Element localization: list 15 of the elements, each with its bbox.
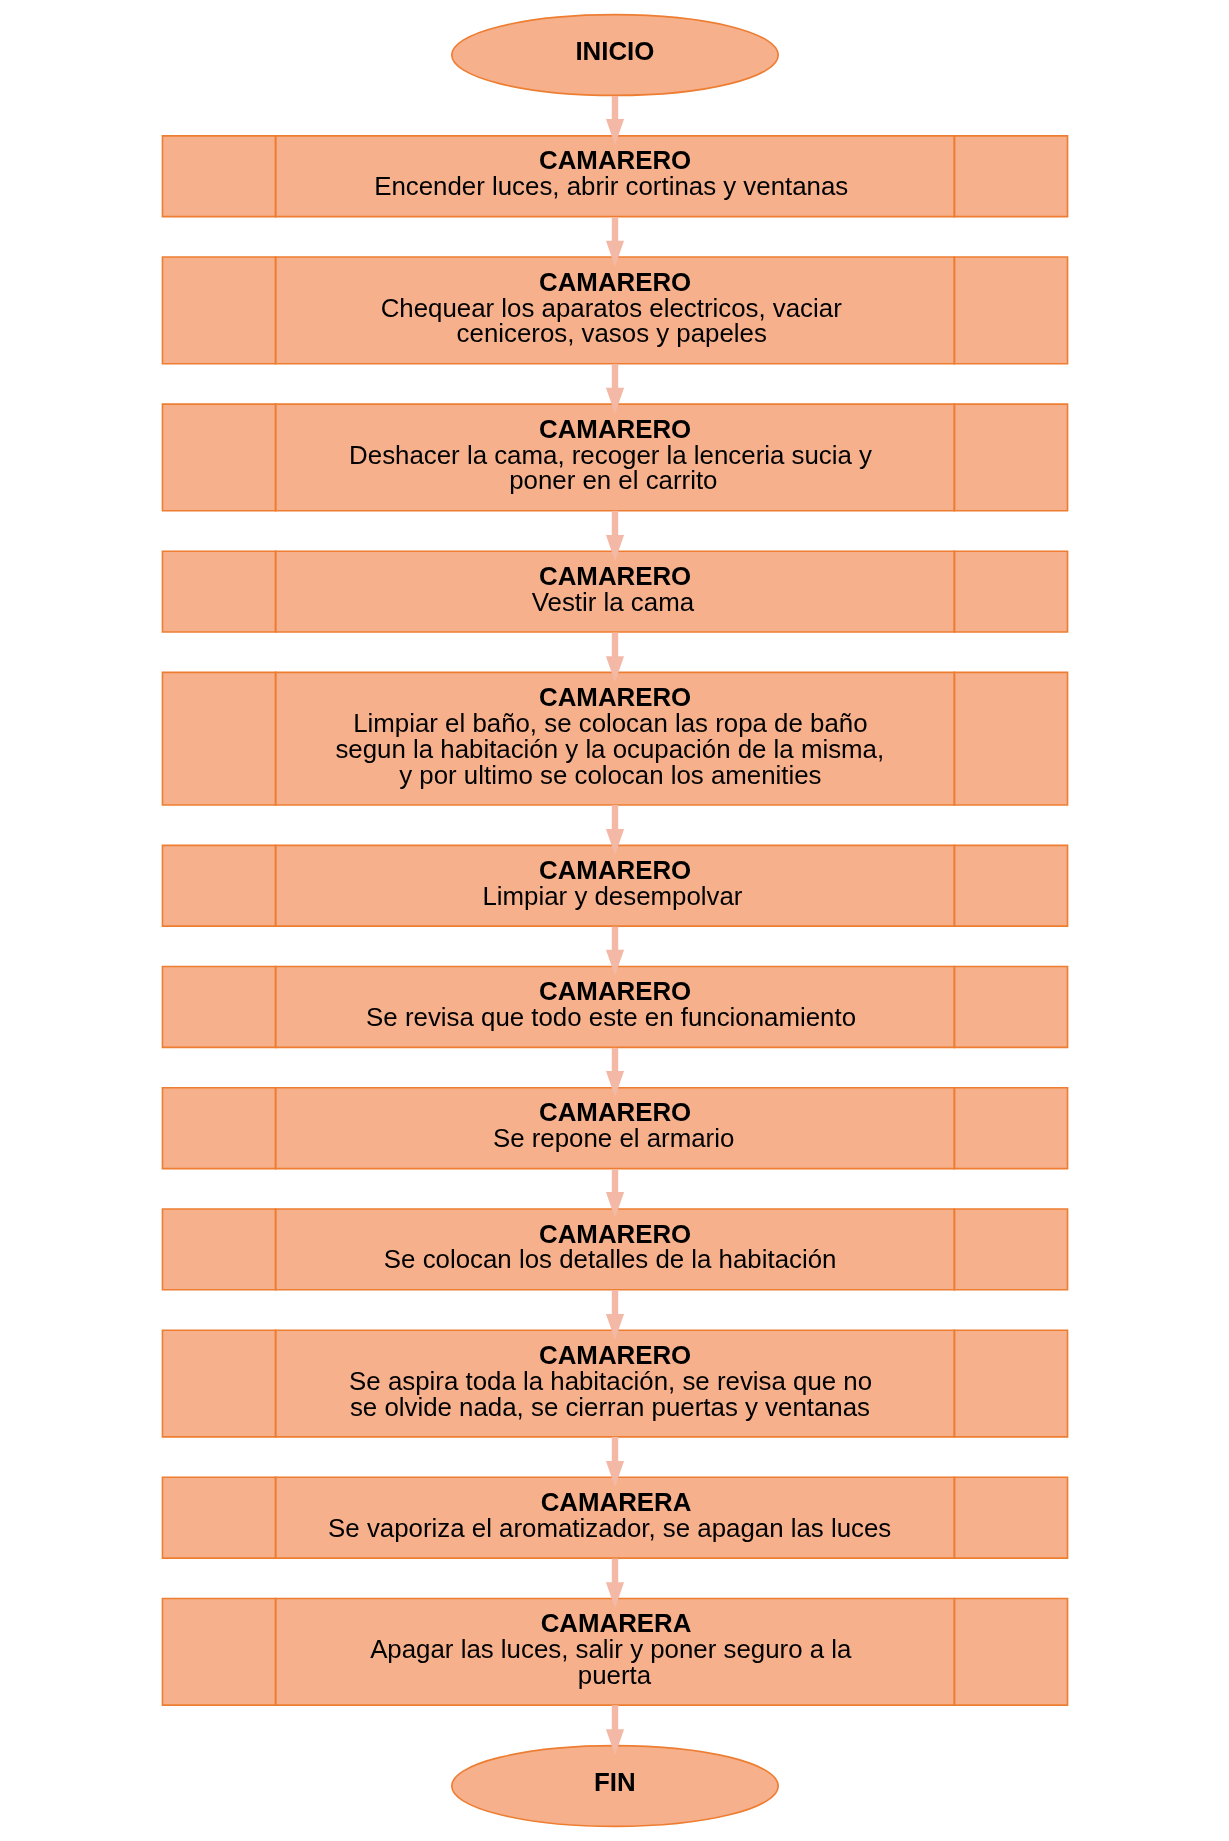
arrow	[605, 1169, 624, 1219]
arrow	[605, 217, 624, 267]
arrow	[605, 1047, 624, 1097]
node-ellipse: FIN	[450, 1744, 779, 1828]
arrow	[605, 363, 624, 414]
arrow	[605, 1705, 624, 1756]
node-ellipse: INICIO	[450, 13, 779, 97]
arrow	[605, 805, 624, 855]
arrow	[605, 95, 624, 145]
arrow	[605, 926, 624, 976]
arrow	[605, 1558, 624, 1609]
arrow	[605, 632, 624, 683]
arrow	[605, 1290, 624, 1340]
arrow	[605, 1436, 624, 1487]
arrow	[605, 510, 624, 561]
